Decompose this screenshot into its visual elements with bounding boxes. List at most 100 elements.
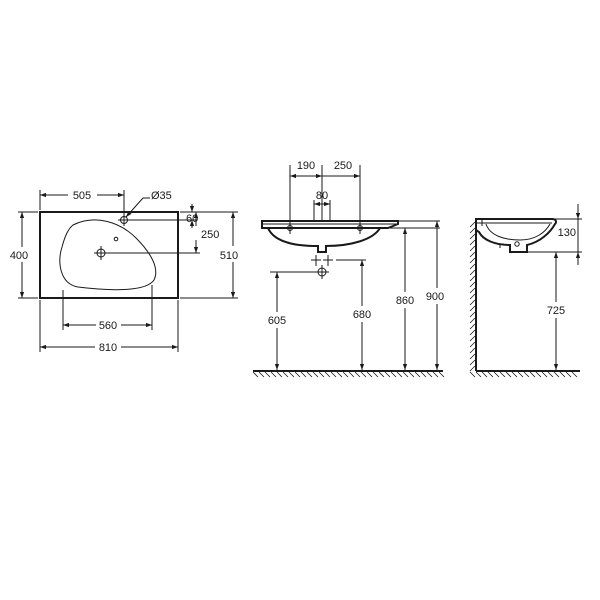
hatch-line	[469, 317, 476, 324]
dim-810-label: 810	[99, 342, 117, 354]
drain-symbol	[94, 246, 108, 260]
dim-505: 505	[40, 190, 124, 202]
dim-505-label: 505	[73, 190, 91, 202]
hatch-line	[360, 371, 367, 378]
hatch-line	[312, 371, 319, 378]
hatch-line	[276, 371, 283, 378]
hatch-line	[288, 371, 295, 378]
overflow-symbol	[113, 236, 119, 242]
dim-190-250: 190 250	[290, 160, 360, 179]
hatch-line	[469, 353, 476, 360]
dim-510: 510	[220, 212, 238, 298]
hatch-line	[438, 371, 445, 378]
hatch-line	[469, 305, 476, 312]
dim-80: 80	[314, 190, 330, 207]
dim-560-label: 560	[99, 320, 117, 332]
dim-605: 605	[268, 272, 286, 370]
hatch-line	[517, 371, 524, 378]
hatch-line	[469, 245, 476, 252]
dim-510-label: 510	[220, 250, 238, 262]
dim-190-label: 190	[297, 160, 315, 172]
dim-680-label: 680	[353, 309, 371, 321]
basin-side-profile	[475, 218, 557, 253]
dim-560: 560	[63, 320, 152, 332]
hatch-line	[469, 251, 476, 258]
hatch-line	[354, 371, 361, 378]
front-tap-marks	[284, 222, 366, 234]
hatch-line	[414, 371, 421, 378]
hatch-line	[252, 371, 259, 378]
hatch-line	[469, 221, 476, 228]
hatch-line	[336, 371, 343, 378]
hatch-line	[529, 371, 536, 378]
dim-900: 900	[426, 221, 444, 370]
hatch-line	[469, 263, 476, 270]
hatch-line	[553, 371, 560, 378]
hatch-line	[469, 329, 476, 336]
hatch-line	[469, 371, 476, 378]
hatch-line	[469, 299, 476, 306]
front-view: 190 250 80 605 680 860 900	[252, 160, 445, 378]
dim-400-label: 400	[10, 250, 28, 262]
tap-hole-symbol	[118, 214, 130, 226]
dim-130: 130	[558, 204, 581, 265]
hatch-line	[348, 371, 355, 378]
dim-400: 400	[10, 212, 28, 298]
dim-605-label: 605	[268, 315, 286, 327]
hatch-line	[402, 371, 409, 378]
hatch-line	[306, 371, 313, 378]
hatch-line	[469, 335, 476, 342]
hatch-line	[372, 371, 379, 378]
hatch-line	[396, 371, 403, 378]
hatch-line	[294, 371, 301, 378]
hatch-line	[378, 371, 385, 378]
hatch-line	[559, 371, 566, 378]
basin-top-outline	[39, 211, 179, 299]
dim-80-label: 80	[316, 190, 328, 202]
hatch-line	[493, 371, 500, 378]
top-view: 505 Ø35 400 60 250 510	[10, 190, 238, 354]
hatch-line	[264, 371, 271, 378]
dim-250-top: 250	[193, 212, 219, 253]
hatch-line	[565, 371, 572, 378]
hatch-line	[571, 371, 578, 378]
hatch-line	[499, 371, 506, 378]
dim-725: 725	[547, 252, 565, 370]
dim-250-front-label: 250	[334, 160, 352, 172]
hatch-line	[487, 371, 494, 378]
basin-front-bowl	[267, 227, 381, 253]
dim-diameter-label: Ø35	[151, 190, 172, 202]
hatch-line	[523, 371, 530, 378]
hatch-line	[469, 233, 476, 240]
hatch-line	[282, 371, 289, 378]
hatch-line	[475, 371, 482, 378]
hatch-line	[408, 371, 415, 378]
hatch-line	[505, 371, 512, 378]
floor-front	[252, 370, 445, 378]
hatch-line	[535, 371, 542, 378]
hatch-line	[481, 371, 488, 378]
bowl-outline	[59, 219, 157, 291]
hatch-line	[384, 371, 391, 378]
hatch-line	[469, 365, 476, 372]
hatch-line	[270, 371, 277, 378]
hatch-line	[300, 371, 307, 378]
hatch-line	[318, 371, 325, 378]
hatch-line	[469, 293, 476, 300]
floor-side	[469, 370, 580, 378]
basin-front-top	[261, 220, 399, 229]
dim-900-label: 900	[426, 291, 444, 303]
hatch-line	[547, 371, 554, 378]
hatch-line	[469, 359, 476, 366]
hatch-line	[426, 371, 433, 378]
hatch-line	[432, 371, 439, 378]
hatch-line	[469, 311, 476, 318]
dim-680: 680	[353, 260, 371, 370]
side-view: 130 725	[469, 204, 582, 378]
hatch-line	[469, 323, 476, 330]
hatch-line	[420, 371, 427, 378]
hatch-line	[330, 371, 337, 378]
hatch-line	[366, 371, 373, 378]
hatch-line	[541, 371, 548, 378]
